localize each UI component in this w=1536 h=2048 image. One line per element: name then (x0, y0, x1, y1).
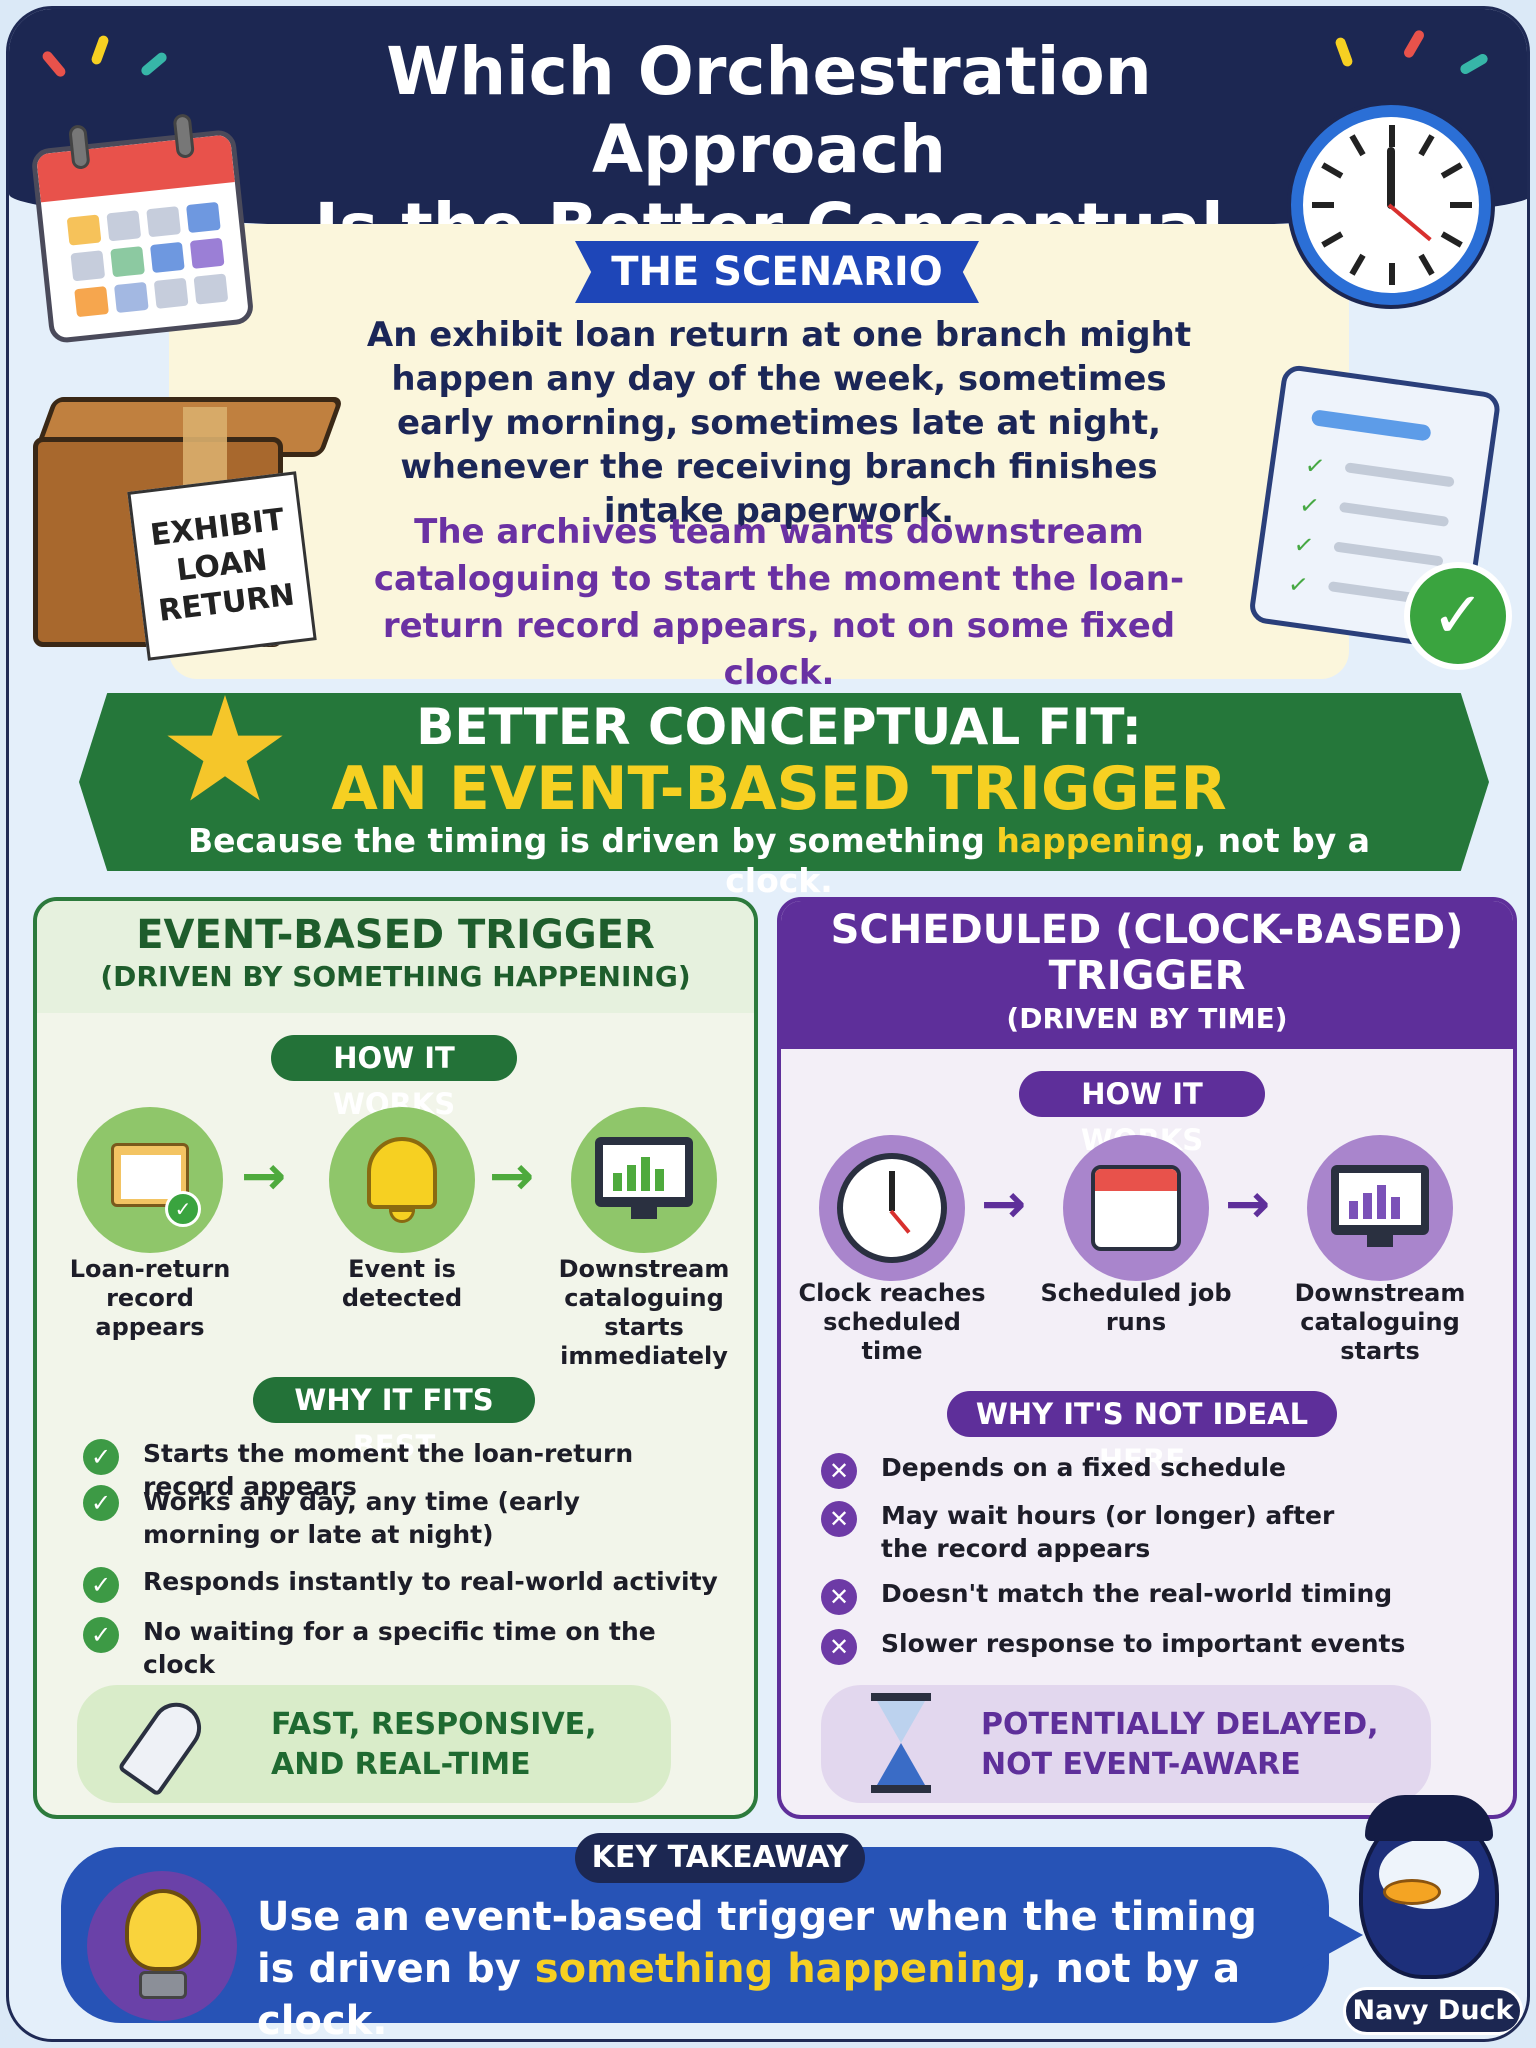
scheduled-panel-header (781, 901, 1513, 1049)
x-icon: ✕ (821, 1629, 857, 1665)
calendar-icon (28, 109, 255, 345)
event-step-2-label: Event is detected (341, 1255, 463, 1312)
x-icon: ✕ (821, 1453, 857, 1489)
event-trigger-panel: EVENT-BASED TRIGGER (DRIVEN BY SOMETHING… (33, 897, 758, 1819)
scheduled-step-2-label: Scheduled job runs (1040, 1279, 1232, 1336)
x-icon: ✕ (821, 1501, 857, 1537)
scheduled-step-3-label: Downstream cataloguing starts (1294, 1279, 1466, 1365)
scenario-ribbon: THE SCENARIO (575, 241, 979, 303)
scheduled-reason: Slower response to important events (881, 1629, 1406, 1658)
clock-icon (1291, 105, 1491, 305)
takeaway-speech-tail (1301, 1901, 1363, 1969)
event-reason: Starts the moment the loan-return record… (143, 1439, 634, 1501)
scheduled-panel-subtitle: (DRIVEN BY TIME) (1006, 1002, 1288, 1035)
event-reason: Works any day, any time (early morning o… (143, 1487, 580, 1549)
calendar-icon (1063, 1135, 1209, 1281)
event-why-label: WHY IT FITS BEST (253, 1377, 535, 1463)
check-icon: ✓ (83, 1567, 119, 1603)
monitor-chart-icon (571, 1107, 717, 1253)
scenario-paragraph-2: The archives team wants downstream catal… (373, 512, 1185, 693)
event-panel-header (37, 901, 754, 1013)
verdict-banner (79, 693, 1489, 871)
scheduled-callout-text: POTENTIALLY DELAYED, NOT EVENT-AWARE (981, 1707, 1379, 1782)
event-step-1-label: Loan-return record appears (69, 1255, 231, 1341)
scheduled-reason: May wait hours (or longer) after the rec… (881, 1501, 1335, 1563)
scenario-paragraph-1: An exhibit loan return at one branch mig… (366, 315, 1192, 531)
scheduled-trigger-panel: SCHEDULED (CLOCK-BASED) TRIGGER (DRIVEN … (777, 897, 1517, 1819)
takeaway-label: KEY TAKEAWAY (575, 1833, 865, 1883)
hourglass-icon (871, 1693, 931, 1793)
scheduled-panel-title-2: TRIGGER (1048, 953, 1246, 999)
scheduled-reason: Doesn't match the real-world timing (881, 1579, 1393, 1608)
check-icon: ✓ (83, 1485, 119, 1521)
event-reason: No waiting for a specific time on the cl… (143, 1617, 656, 1679)
event-panel-title: EVENT-BASED TRIGGER (136, 912, 655, 958)
infographic-frame: Which Orchestration Approach Is the Bett… (6, 6, 1530, 2042)
check-circle-icon: ✓ (1404, 562, 1512, 670)
mascot-name-tag: Navy Duck (1343, 1987, 1523, 2035)
arrow-right-icon: → (489, 1144, 535, 1207)
event-callout-text: FAST, RESPONSIVE, AND REAL-TIME (271, 1707, 597, 1782)
duck-sailor-hat (1365, 1795, 1493, 1841)
verdict-line-1: BETTER CONCEPTUAL FIT: (416, 698, 1142, 756)
title-line-1: Which Orchestration Approach (386, 33, 1152, 188)
monitor-chart-icon (1307, 1135, 1453, 1281)
takeaway-text: Use an event-based trigger when the timi… (257, 1894, 1257, 2042)
box-label: EXHIBIT LOAN RETURN (127, 471, 317, 661)
duck-beak (1383, 1879, 1441, 1905)
scheduled-step-1-label: Clock reaches scheduled time (798, 1279, 986, 1365)
header-band (9, 9, 1527, 234)
lightbulb-base (139, 1971, 187, 1999)
exhibit-box-icon: EXHIBIT LOAN RETURN (32, 397, 344, 661)
event-step-3-label: Downstream cataloguing starts immediatel… (558, 1255, 730, 1370)
lightbulb-icon (125, 1889, 201, 1971)
scheduled-how-label: HOW IT WORKS (1019, 1071, 1265, 1157)
event-how-label: HOW IT WORKS (271, 1035, 517, 1121)
x-icon: ✕ (821, 1579, 857, 1615)
bell-icon (329, 1107, 475, 1253)
verdict-line-2: AN EVENT-BASED TRIGGER (331, 754, 1227, 824)
clock-icon (819, 1135, 965, 1281)
scheduled-panel-title-1: SCHEDULED (CLOCK-BASED) (830, 907, 1464, 953)
arrow-right-icon: → (981, 1172, 1027, 1235)
check-icon: ✓ (83, 1439, 119, 1475)
arrow-right-icon: → (241, 1144, 287, 1207)
verdict-line-3: Because the timing is driven by somethin… (188, 821, 1370, 900)
folder-record-icon: ✓ (77, 1107, 223, 1253)
event-reason: Responds instantly to real-world activit… (143, 1567, 718, 1596)
check-icon: ✓ (83, 1617, 119, 1653)
scheduled-why-label: WHY IT'S NOT IDEAL HERE (947, 1391, 1337, 1477)
scheduled-reason: Depends on a fixed schedule (881, 1453, 1286, 1482)
event-panel-subtitle: (DRIVEN BY SOMETHING HAPPENING) (100, 960, 691, 993)
arrow-right-icon: → (1225, 1172, 1271, 1235)
